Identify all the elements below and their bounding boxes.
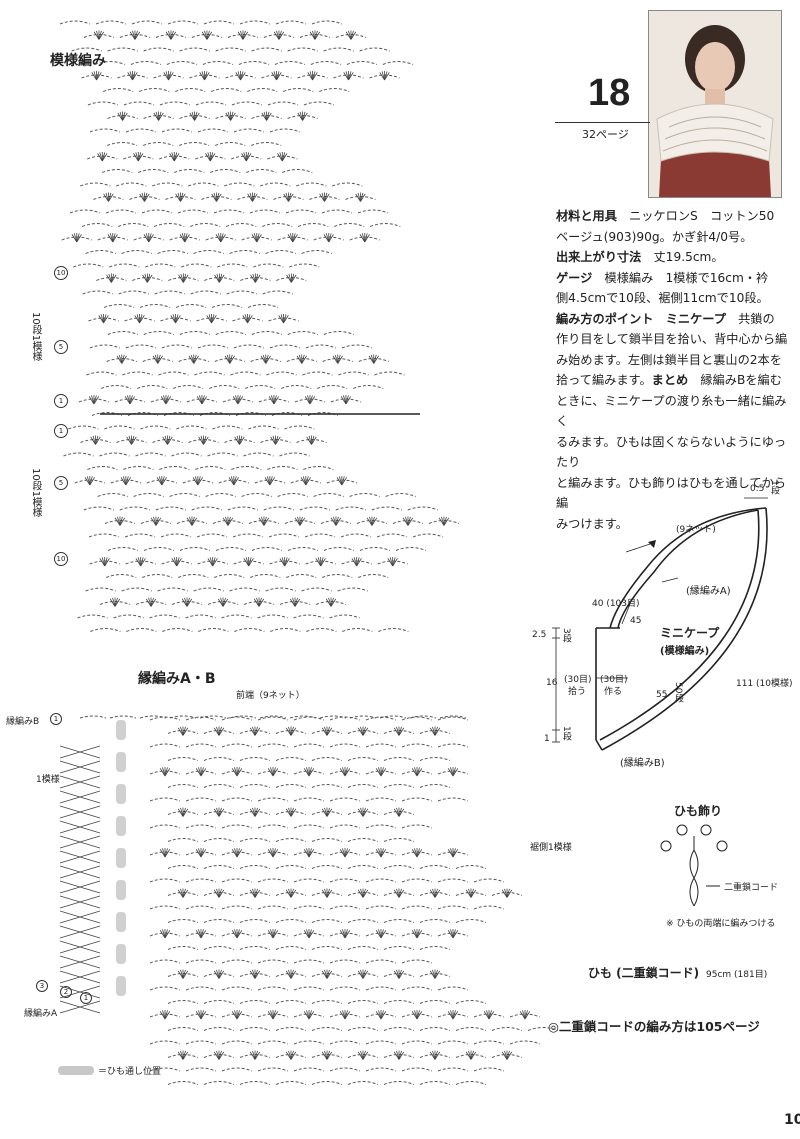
materials-text-b: ベージュ(903)90g。かぎ針4/0号。 [556, 229, 753, 244]
cape-rows-1: 1段 [561, 726, 571, 741]
cape-measure-1: 1 [544, 734, 550, 744]
cape-subtitle: (模様編み) [660, 646, 710, 657]
section-title-pattern: 模様編み [50, 53, 106, 69]
row-10-marker-b: 10 [54, 552, 68, 566]
cape-rows-50: 50段 [673, 682, 683, 703]
cape-pick-30: (30目) [564, 675, 592, 685]
cape-rows-3: 3段 [561, 628, 571, 643]
cape-title: ミニケープ [660, 626, 720, 640]
cape-net: (9ネット) [676, 525, 716, 535]
finishing-heading: まとめ [651, 373, 689, 387]
point-heading: 編み方のポイント [556, 311, 654, 326]
cape-pick-30-sub: 拾う [568, 687, 587, 697]
page-reference: 32ページ [582, 128, 629, 141]
point-subheading: ミニケープ [665, 311, 726, 326]
instruction-line-7: みつけます。 [556, 516, 628, 531]
pattern-number-rule [555, 122, 650, 123]
page-number: 10 [784, 1112, 800, 1128]
cape-measure-55: 55 [656, 690, 668, 700]
cape-edge-b: (縁編みB) [620, 758, 665, 769]
edge-a-row-3: 3 [36, 980, 48, 992]
front-edge-label: 前端（9ネット） [236, 691, 305, 701]
edging-chart [0, 660, 560, 1139]
instruction-line-3b: 縁編みBを編む [700, 373, 782, 387]
footer-reference: ◎二重鎖コードの編み方は105ページ [548, 1019, 760, 1034]
row-1-marker-b: 1 [54, 424, 68, 438]
pattern-chart [0, 0, 540, 660]
gauge-text-b: 側4.5cmで10段、裾側11cmで10段。 [556, 291, 769, 305]
cape-measure-45: 45 [630, 616, 642, 626]
edge-a-row-1: 1 [80, 992, 92, 1004]
edge-b-row-1: 1 [50, 713, 62, 725]
cape-make-30: (30目) [600, 675, 628, 685]
cord-label: 二重鎖コード [724, 883, 779, 893]
materials-heading: 材料と用具 [556, 209, 617, 223]
cape-make-30-sub: 作る [604, 687, 623, 697]
cord-diagram [650, 820, 800, 940]
himo-title: ひも (二重鎖コード) [588, 966, 700, 980]
one-pattern-label: 1模様 [36, 775, 60, 785]
cape-measure-2-5: 2.5 [532, 630, 547, 640]
rows-label-b: 10段1模様 [30, 468, 41, 518]
gauge-heading: ゲージ [556, 270, 593, 285]
edge-a-label: 縁編みA [24, 1009, 58, 1019]
materials-text-a: ニッケロンS コットン50 [629, 209, 775, 223]
edging-chart-svg [59, 715, 559, 1085]
model-photo-drawing [649, 11, 781, 197]
cape-schematic-svg [552, 497, 768, 751]
rows-label-a: 10段1模様 [30, 312, 41, 362]
cape-schematic: 0.5 1段 (9ネット) (縁編みA) 40 (103目) 45 ミニケープ … [530, 478, 800, 778]
instruction-line-6: と編みます。ひも飾りはひもを通してから編 [556, 475, 786, 511]
row-1-marker-a: 1 [54, 394, 68, 408]
cape-top-small-rows: 1段 [769, 480, 779, 495]
instruction-line-3a: 拾って編みます。 [556, 373, 652, 387]
instruction-line-1: 作り目をして鎖半目を拾い、背中心から編 [556, 332, 788, 346]
instruction-line-4: ときに、ミニケープの渡り糸も一緒に編みく [556, 393, 787, 429]
row-scale-a: 10段1模様 10 5 1 [20, 262, 80, 412]
row-scale-b: 10段1模様 1 5 10 [20, 420, 80, 570]
pattern-number: 18 [588, 72, 631, 114]
edge-a-row-2: 2 [60, 986, 72, 998]
instructions: 材料と用具 ニッケロンS コットン50 ベージュ(903)90g。かぎ針4/0号… [556, 206, 796, 534]
cord-position-swatch [58, 1066, 94, 1075]
pattern-chart-svg [59, 20, 460, 632]
row-5-marker-b: 5 [54, 476, 68, 490]
cord-title: ひも飾り [674, 804, 723, 818]
edge-b-label: 縁編みB [6, 717, 40, 727]
section-title-edging: 縁編みA・B [138, 671, 216, 687]
cord-note: ※ ひもの両端に編みつける [666, 919, 776, 929]
himo-length: 95cm (181目) [706, 970, 768, 980]
cape-edge-a: (縁編みA) [686, 586, 731, 597]
point-text-a: 共鎖の [738, 311, 775, 326]
cape-measure-16: 16 [546, 678, 558, 688]
hem-side-label: 裾側1模様 [530, 843, 572, 853]
cape-top-small: 0.5 [750, 484, 765, 494]
legend-label: ＝ひも通し位置 [98, 1067, 162, 1077]
gauge-text-a: 模様編み 1模様で16cm・衿 [604, 270, 769, 285]
cord-diagram-svg [660, 824, 728, 907]
instruction-line-5: るみます。ひもは固くならないようにゆったり [556, 434, 787, 470]
row-10-marker-a: 10 [54, 266, 68, 280]
row-5-marker-a: 5 [54, 340, 68, 354]
size-text: 丈19.5cm。 [653, 250, 724, 264]
cape-measure-111: 111 (10模様) [736, 679, 793, 689]
model-photo [648, 10, 782, 198]
size-heading: 出来上がり寸法 [556, 250, 642, 264]
instruction-line-2: み始めます。左側は鎖半目と裏山の2本を [556, 352, 782, 367]
cape-measure-40: 40 (103目) [592, 599, 640, 609]
